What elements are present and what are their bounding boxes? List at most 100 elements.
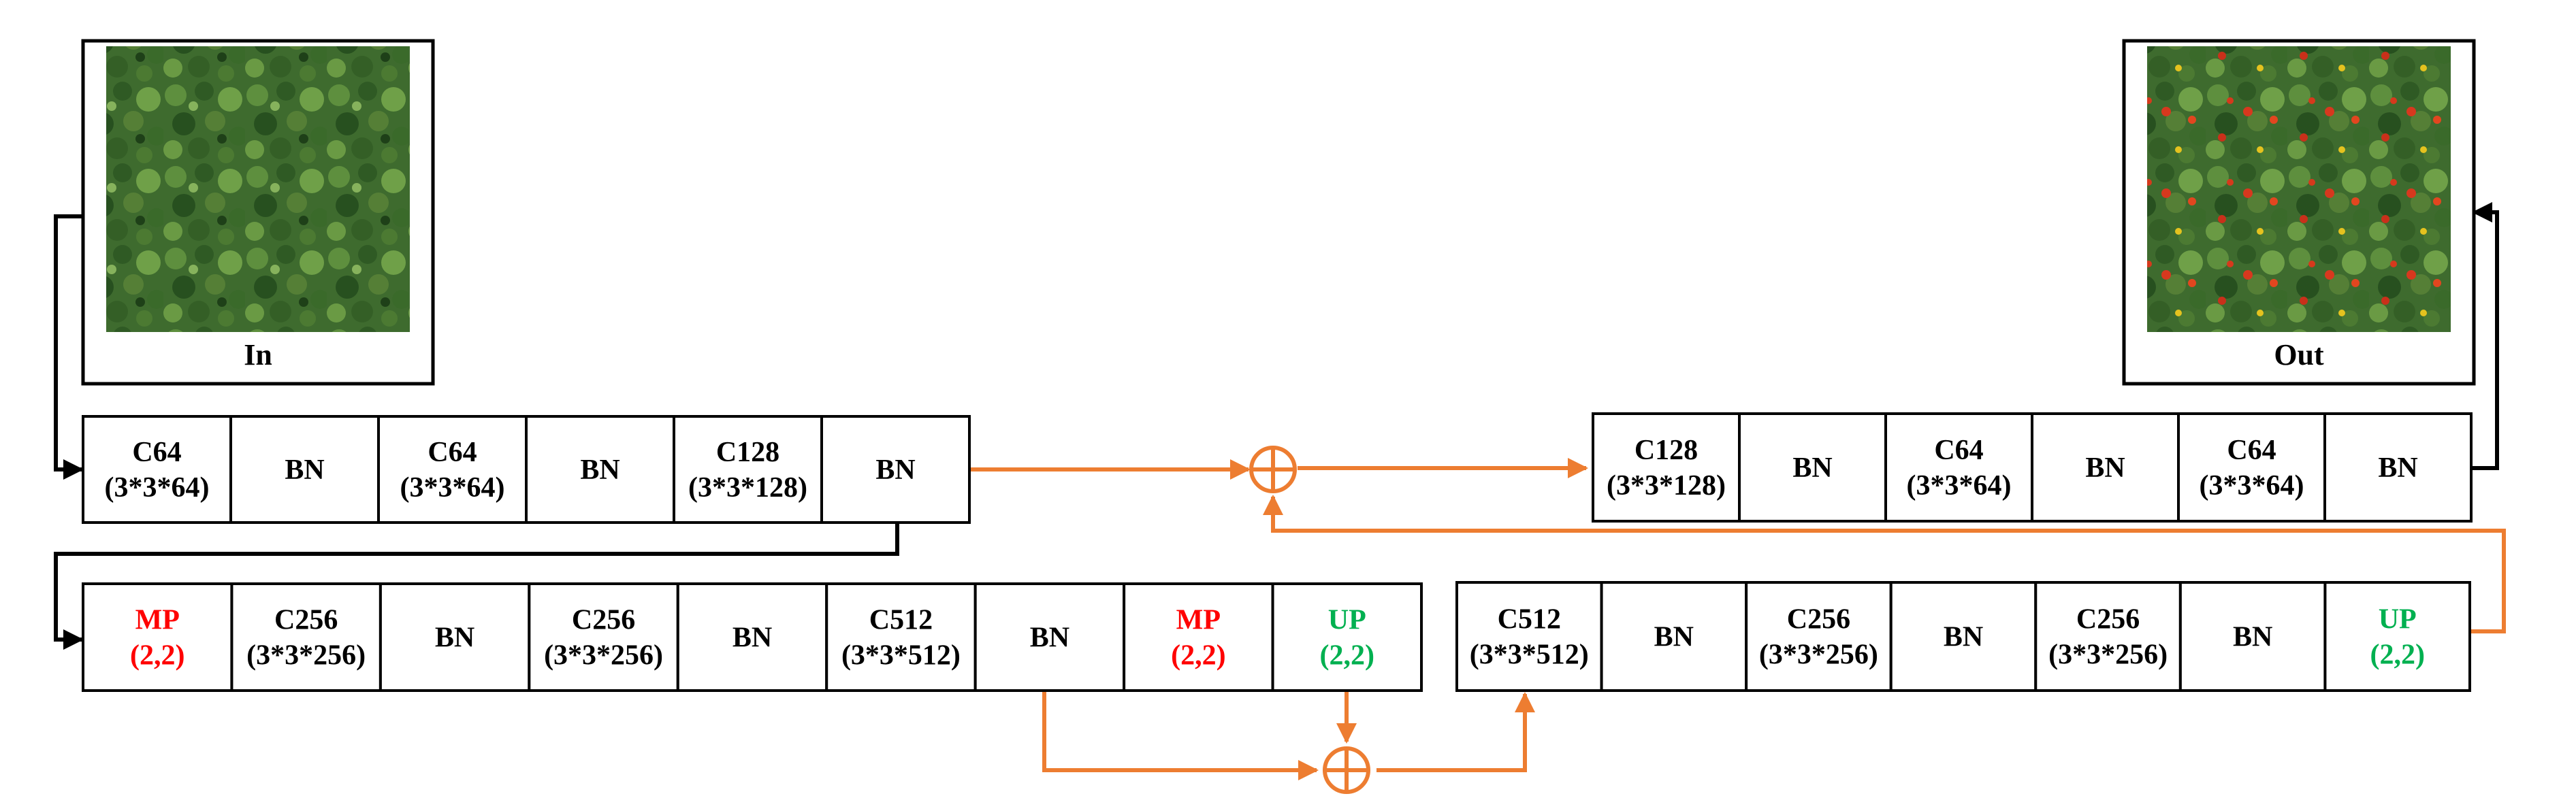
input-image-panel: In xyxy=(81,39,435,386)
layer-name: C128 xyxy=(1635,435,1698,466)
decoder-row-2-layer-0: C512(3*3*512) xyxy=(1455,581,1603,692)
layer-params: (3*3*256) xyxy=(1759,640,1878,671)
layer-box xyxy=(1455,581,1603,692)
output-image-panel: Out xyxy=(2122,39,2476,386)
encoder-row-1-layer-0: C64 (3*3*64) xyxy=(82,415,232,524)
encoder-row-2-layer-4: BN xyxy=(676,582,828,692)
decoder-row-2-layer-1: BN xyxy=(1600,581,1748,692)
layer-box xyxy=(973,582,1126,692)
encoder-row-2-layer-2: BN xyxy=(379,582,531,692)
encoder-row-1-layer-2: C64 (3*3*64) xyxy=(377,415,528,524)
layer-box xyxy=(676,582,828,692)
layer-name: BN xyxy=(1654,622,1694,653)
layer-box xyxy=(1889,581,2038,692)
decoder-row-2-layer-2: C256 (3*3*256) xyxy=(1745,581,1893,692)
decoder-row-1-layer-5: BN xyxy=(2323,412,2473,523)
layer-box xyxy=(525,415,675,524)
bottom-merge-to-decoder2 xyxy=(1376,692,1535,772)
layer-box xyxy=(820,415,971,524)
flow-input-to-encoder xyxy=(54,214,84,480)
encoder-row-1-layer-3: BN xyxy=(525,415,675,524)
layer-box xyxy=(82,415,232,524)
layer-box xyxy=(2034,581,2182,692)
encoder-row-1-layer-4: C128 (3*3*128) xyxy=(673,415,823,524)
input-label: In xyxy=(244,338,272,371)
encoder-row-2-layer-0: MP(2,2) xyxy=(82,582,234,692)
connectors xyxy=(54,202,2506,780)
layer-box xyxy=(1271,582,1423,692)
layer-params: (3*3*128) xyxy=(1607,470,1726,501)
layer-name: BN xyxy=(2233,622,2272,653)
layer-box xyxy=(2178,581,2327,692)
encoder-row-2-layer-1: C256(3*3*256) xyxy=(230,582,382,692)
decoder-row-1-layer-0: C128 (3*3*128) xyxy=(1592,412,1741,523)
skip-bn-to-bottom-merge xyxy=(1042,691,1319,780)
layer-params: (3*3*512) xyxy=(1470,640,1589,671)
flow-decoder-to-output xyxy=(2471,202,2499,470)
decoder-row-1: C128(3*3*128)BNC64(3*3*64)BNC64(3*3*64)B… xyxy=(1592,412,2473,523)
layer-params: (3*3*64) xyxy=(2200,470,2304,501)
decoder-row-2-layer-4: C256(3*3*256) xyxy=(2034,581,2182,692)
encoder-row-1-layer-1: BN xyxy=(229,415,380,524)
layer-name: BN xyxy=(285,454,324,486)
merge-node-bottom xyxy=(1323,746,1370,794)
layer-name: BN xyxy=(2378,452,2417,484)
layer-name: BN xyxy=(2085,452,2125,484)
layer-box xyxy=(673,415,823,524)
encoder-row-2-layer-8: UP(2,2) xyxy=(1271,582,1423,692)
layer-name: C64 xyxy=(428,437,477,468)
encoder-row-2-layer-5: C512 (3*3*512) xyxy=(825,582,977,692)
layer-name: BN xyxy=(1944,622,1983,653)
decoder-row-2-layer-5: BN xyxy=(2178,581,2327,692)
layer-name: BN xyxy=(580,454,619,486)
layer-name: BN xyxy=(1792,452,1832,484)
layer-name: C256 xyxy=(1787,604,1850,635)
layer-box xyxy=(379,582,531,692)
layer-params: (3*3*64) xyxy=(105,472,210,503)
layer-box xyxy=(2177,412,2326,523)
decoder-row-1-layer-1: BN xyxy=(1738,412,1887,523)
decoder-row-1-layer-4: C64(3*3*64) xyxy=(2177,412,2326,523)
layer-name: C256 xyxy=(572,605,635,636)
encoder-row-1-layer-5: BN xyxy=(820,415,971,524)
input-aerial-image xyxy=(106,46,410,332)
layer-name: BN xyxy=(875,454,915,486)
layer-name: C64 xyxy=(132,437,181,468)
encoder-row-2: MP(2,2)C256(3*3*256)BNC256(3*3*256)BNC51… xyxy=(82,582,1423,692)
output-segmentation-image xyxy=(2147,46,2451,332)
layer-name: MP xyxy=(1176,605,1221,636)
layer-params: (2,2) xyxy=(1171,640,1225,672)
layer-box xyxy=(1592,412,1741,523)
layer-box xyxy=(2323,581,2471,692)
layer-params: (2,2) xyxy=(2370,640,2424,671)
layer-params: (3*3*256) xyxy=(2048,640,2168,671)
layer-box xyxy=(2323,412,2473,523)
layer-box xyxy=(377,415,528,524)
layer-name: UP xyxy=(1328,605,1366,636)
layer-params: (2,2) xyxy=(130,640,184,672)
layer-name: C64 xyxy=(1934,435,1983,466)
layer-name: BN xyxy=(435,623,474,654)
layer-name: BN xyxy=(732,623,772,654)
layer-name: C128 xyxy=(716,437,779,468)
layer-box xyxy=(1600,581,1748,692)
layer-box xyxy=(825,582,977,692)
encoder-row-1: C64 (3*3*64) BN C64 (3*3*64) BN C128 (3*3*128) B… xyxy=(82,415,971,524)
layer-box xyxy=(230,582,382,692)
decoder-row-1-layer-3: BN xyxy=(2031,412,2180,523)
flow-encoder-row1-to-row2 xyxy=(54,523,899,650)
decoder2-up-to-merge xyxy=(1263,495,2506,633)
layer-name: C256 xyxy=(274,605,338,636)
layer-box xyxy=(1884,412,2033,523)
layer-box xyxy=(229,415,380,524)
layer-params: (3*3*128) xyxy=(688,472,807,503)
layer-params: (3*3*64) xyxy=(400,472,505,503)
layer-name: C512 xyxy=(869,605,933,636)
layer-params: (3*3*512) xyxy=(841,640,961,672)
layer-box xyxy=(528,582,679,692)
layer-name: BN xyxy=(1030,623,1069,654)
encoder-row-2-layer-6: BN xyxy=(973,582,1126,692)
layer-params: (3*3*64) xyxy=(1907,470,2012,501)
encoder-row-2-layer-7: MP (2,2) xyxy=(1123,582,1274,692)
